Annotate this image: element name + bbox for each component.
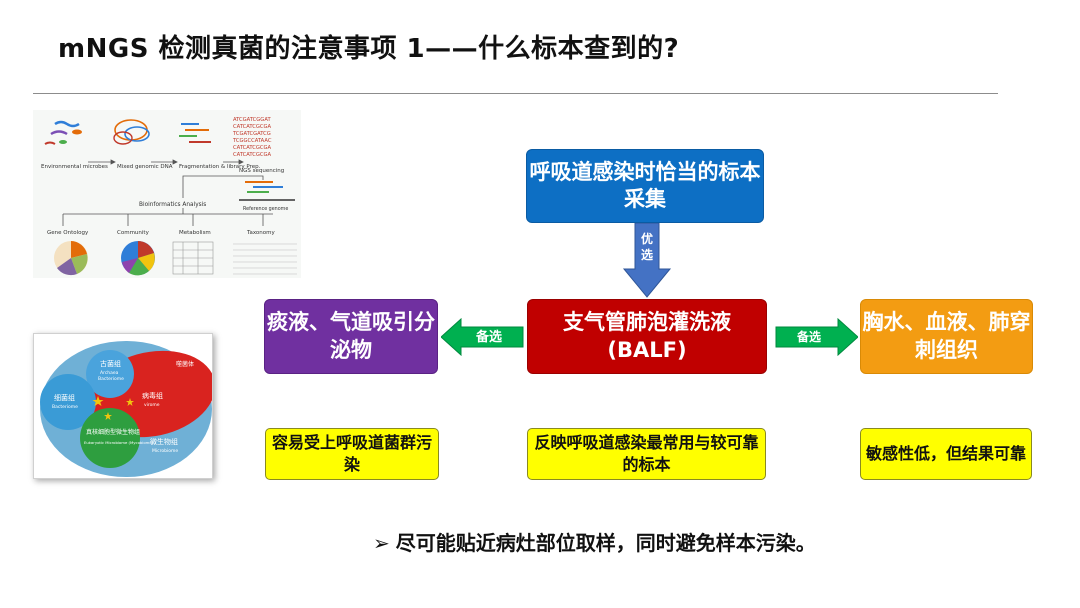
branch-community: Community: [117, 230, 150, 236]
svg-text:ATCGATCGGAT: ATCGATCGGAT: [233, 117, 271, 123]
step-fragment-label: Fragmentation & library Prep.: [179, 164, 261, 170]
reference-genome-label: Reference genome: [243, 206, 288, 212]
microbes-icon: [44, 120, 82, 145]
balf-note: 反映呼吸道感染最常用与较可靠的标本: [527, 428, 766, 480]
balf-title: 支气管肺泡灌洗液: [563, 310, 731, 335]
alternative-right-label: 备选: [796, 329, 821, 344]
svg-text:TCGGCCATAAC: TCGGCCATAAC: [232, 138, 272, 144]
preferred-label-2: 选: [641, 247, 653, 262]
branch-metabolism: Metabolism: [179, 230, 211, 236]
sputum-note: 容易受上呼吸道菌群污染: [265, 428, 439, 480]
microbiome-label: 微生物组: [150, 437, 178, 446]
bacteria-circle: [40, 374, 96, 430]
archaea-circle: [86, 350, 134, 398]
footer-text: 尽可能贴近病灶部位取样，同时避免样本污染。: [395, 531, 816, 555]
svg-text:Bacteriome: Bacteriome: [98, 376, 124, 382]
mngs-workflow-figure: ATCGATCGGAT CATCATCGCGA TCGATCGATCG TCGG…: [33, 110, 301, 278]
preferred-down-arrow: 优 选: [622, 223, 672, 298]
sequence-list: ATCGATCGGAT CATCATCGCGA TCGATCGATCG TCGG…: [232, 117, 272, 158]
pleural-blood-tissue-box: 胸水、血液、肺穿刺组织: [860, 299, 1033, 374]
venn-diagram: 古菌组 Archaea Bacteriome 细菌组 Bacteriome 病毒…: [40, 341, 216, 477]
pie-chart-icon: [54, 241, 88, 276]
svg-text:TCGATCGATCG: TCGATCGATCG: [232, 131, 271, 137]
alternative-left-label: 备选: [475, 329, 502, 345]
svg-text:Eukaryotic Microbiome (Mycobio: Eukaryotic Microbiome (Mycobiome): [84, 440, 154, 445]
step-ngs-label: NGS sequencing: [239, 168, 284, 174]
fragments-icon: [179, 123, 211, 143]
slide-title: mNGS 检测真菌的注意事项 1——什么标本查到的?: [58, 34, 680, 64]
phage-label: 噬菌体: [176, 360, 194, 368]
eukaryote-circle: [80, 408, 140, 468]
balf-box: 支气管肺泡灌洗液 (BALF): [527, 299, 767, 374]
step-microbes-label: Environmental microbes: [41, 164, 108, 170]
svg-text:virome: virome: [144, 402, 160, 408]
microbiome-venn-figure: 古菌组 Archaea Bacteriome 细菌组 Bacteriome 病毒…: [33, 333, 216, 479]
aligned-reads-icon: [239, 181, 295, 201]
alternative-left-arrow: 备选: [441, 318, 524, 356]
dna-rings-icon: [113, 119, 150, 145]
branch-gene-ontology: Gene Ontology: [47, 230, 89, 236]
taxonomy-table-icon: [233, 243, 297, 275]
svg-text:Bacteriome: Bacteriome: [52, 404, 78, 410]
alternative-right-arrow: 备选: [775, 318, 858, 356]
svg-text:Archaea: Archaea: [100, 370, 119, 376]
step-dna-label: Mixed genomic DNA: [117, 164, 173, 170]
community-pie-icon: [121, 241, 155, 276]
balf-abbreviation: (BALF): [607, 337, 687, 362]
archaea-label: 古菌组: [100, 359, 121, 368]
tissue-note: 敏感性低，但结果可靠: [860, 428, 1032, 480]
virome-label: 病毒组: [142, 391, 163, 400]
svg-text:Microbiome: Microbiome: [152, 448, 178, 454]
svg-text:CATCATCGCGA: CATCATCGCGA: [233, 124, 272, 130]
star-markers: [92, 396, 134, 420]
svg-text:CATCATCGCGA: CATCATCGCGA: [233, 145, 272, 151]
sputum-box: 痰液、气道吸引分泌物: [264, 299, 438, 374]
svg-text:CATCATCGCGA: CATCATCGCGA: [233, 152, 272, 158]
specimen-collection-box: 呼吸道感染时恰当的标本采集: [526, 149, 764, 223]
metabolism-map-icon: [172, 241, 214, 275]
bioinformatics-label: Bioinformatics Analysis: [139, 202, 206, 208]
preferred-label-1: 优: [641, 231, 653, 246]
title-divider: [33, 93, 998, 94]
branch-taxonomy: Taxonomy: [246, 230, 275, 236]
footer-bullet: ➢尽可能贴近病灶部位取样，同时避免样本污染。: [373, 527, 816, 556]
eukaryote-label: 真核细胞型微生物组: [86, 428, 140, 436]
workflow-diagram: ATCGATCGGAT CATCATCGCGA TCGATCGATCG TCGG…: [41, 117, 297, 276]
bacteria-label: 细菌组: [54, 393, 75, 402]
bullet-arrow-icon: ➢: [373, 531, 390, 555]
